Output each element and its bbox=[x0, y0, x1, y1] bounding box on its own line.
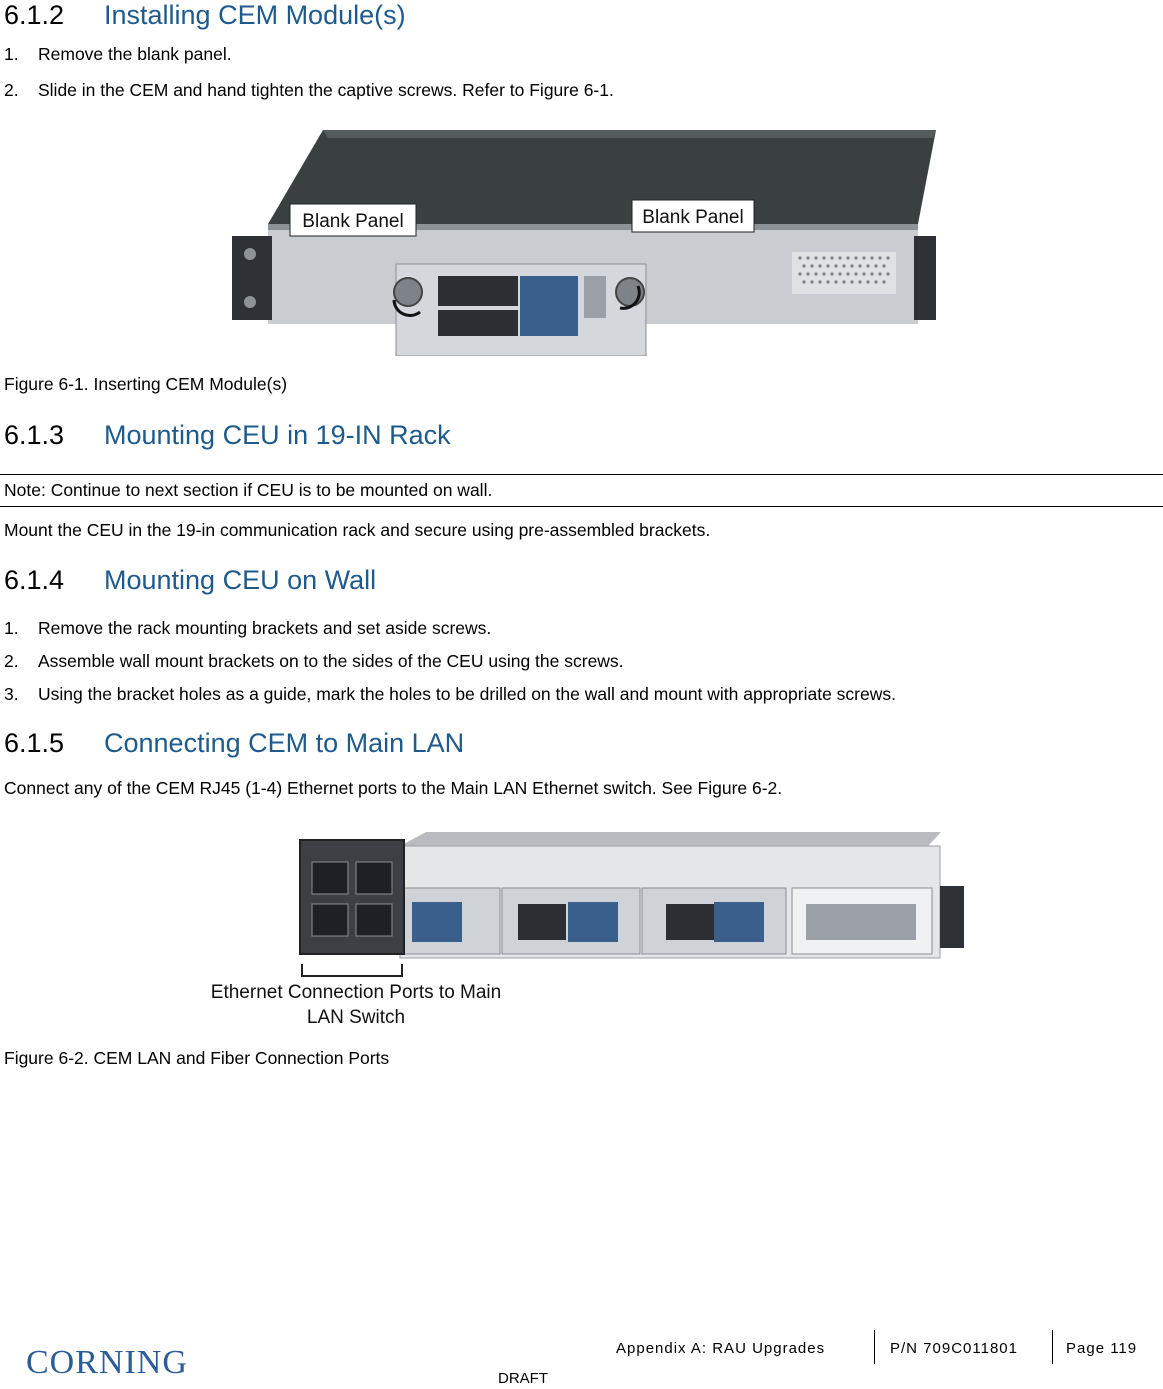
list-item: 1.Remove the blank panel. bbox=[4, 44, 232, 64]
figure-caption: Figure 6-2. CEM LAN and Fiber Connection… bbox=[4, 1048, 390, 1068]
footer-divider bbox=[874, 1330, 875, 1364]
corning-logo: CORNING bbox=[26, 1344, 188, 1381]
note-bottom-rule bbox=[0, 506, 1163, 507]
paragraph: Connect any of the CEM RJ45 (1-4) Ethern… bbox=[4, 778, 783, 798]
figure-6-2-image: Ethernet Connection Ports to Main LAN Sw… bbox=[211, 832, 964, 1028]
footer-page-number: Page 119 bbox=[1066, 1340, 1138, 1357]
list-item: 2.Slide in the CEM and hand tighten the … bbox=[4, 80, 614, 100]
figure-caption: Figure 6-1. Inserting CEM Module(s) bbox=[4, 374, 288, 394]
figure-label-blank-panel-left: Blank Panel bbox=[302, 211, 403, 232]
figure-6-1-image: Blank Panel Blank Panel bbox=[232, 130, 936, 356]
list-item: 3.Using the bracket holes as a guide, ma… bbox=[4, 684, 896, 704]
note-top-rule bbox=[0, 474, 1163, 475]
figure-label-line1: Ethernet Connection Ports to Main bbox=[211, 982, 501, 1003]
section-title: Mounting CEU in 19-IN Rack bbox=[104, 420, 451, 450]
footer-appendix: Appendix A: RAU Upgrades bbox=[616, 1340, 826, 1357]
list-item: 1.Remove the rack mounting brackets and … bbox=[4, 618, 492, 638]
section-title: Connecting CEM to Main LAN bbox=[104, 728, 465, 758]
note-text: Note: Continue to next section if CEU is… bbox=[4, 480, 493, 500]
section-heading-6-1-4: 6.1.4 Mounting CEU on Wall bbox=[4, 565, 376, 596]
figure-label-line2: LAN Switch bbox=[307, 1007, 405, 1028]
list-item: 2.Assemble wall mount brackets on to the… bbox=[4, 651, 624, 671]
section-number: 6.1.2 bbox=[4, 0, 65, 30]
section-heading-6-1-2: 6.1.2 Installing CEM Module(s) bbox=[4, 0, 406, 31]
paragraph: Mount the CEU in the 19-in communication… bbox=[4, 520, 711, 540]
section-title: Mounting CEU on Wall bbox=[104, 565, 377, 595]
figure-label-blank-panel-right: Blank Panel bbox=[642, 207, 743, 228]
section-number: 6.1.5 bbox=[4, 728, 65, 758]
footer-part-number: P/N 709C011801 bbox=[890, 1340, 1018, 1357]
footer-divider bbox=[1052, 1330, 1053, 1364]
section-heading-6-1-5: 6.1.5 Connecting CEM to Main LAN bbox=[4, 728, 464, 759]
section-number: 6.1.4 bbox=[4, 565, 65, 595]
section-number: 6.1.3 bbox=[4, 420, 65, 450]
section-title: Installing CEM Module(s) bbox=[104, 0, 406, 30]
section-heading-6-1-3: 6.1.3 Mounting CEU in 19-IN Rack bbox=[4, 420, 451, 451]
draft-label: DRAFT bbox=[498, 1370, 548, 1387]
